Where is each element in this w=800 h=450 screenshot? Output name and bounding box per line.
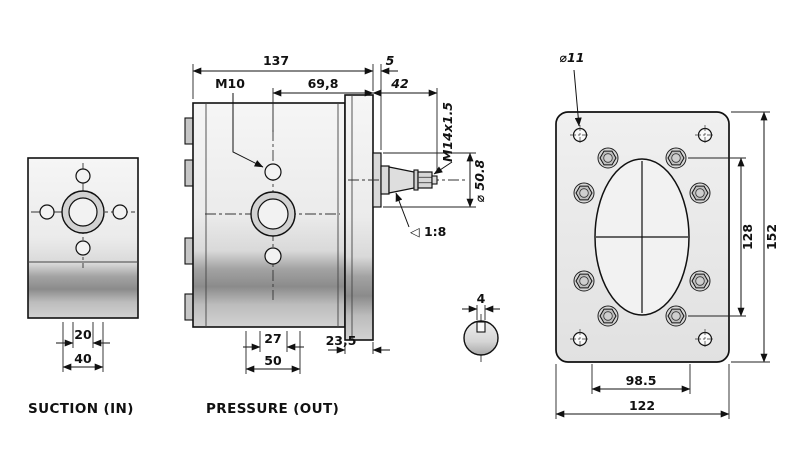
flange-bolt (689, 182, 711, 204)
suction-view-label: SUCTION (IN) (28, 401, 134, 417)
dim-taper-1-8: ◁ 1:8 (410, 224, 446, 239)
dim-69-8: 69,8 (308, 76, 339, 91)
dim-dia-50-8: ⌀ 50.8 (472, 159, 487, 202)
dim-98-5: 98.5 (626, 373, 657, 388)
mounting-flange (344, 94, 374, 341)
dim-m10: M10 (215, 76, 245, 91)
thread-stub (431, 175, 438, 185)
dim-dia-11: ⌀11 (560, 50, 585, 65)
pressure-view: 137 5 M10 69,8 42 M14x1.5 ⌀ 50.8 ◁ 1:8 2… (184, 53, 487, 374)
leader-line (395, 192, 410, 228)
dim-4: 4 (477, 291, 486, 306)
key-detail: 4 (462, 291, 500, 362)
leader-line (232, 93, 264, 168)
dim-137: 137 (263, 53, 289, 68)
bolt-hole (39, 204, 55, 220)
bolt-hole (112, 204, 128, 220)
flange-bolt (573, 270, 595, 292)
bolt-hole (264, 247, 282, 265)
leader-line (573, 69, 582, 127)
leader-line (433, 161, 453, 175)
shaft-taper (388, 166, 415, 194)
suction-port-inner (68, 197, 98, 227)
dim-20: 20 (74, 327, 92, 342)
flange-bolt (689, 270, 711, 292)
shaft-washer (413, 169, 419, 191)
dim-152: 152 (764, 224, 779, 250)
dim-40: 40 (74, 351, 92, 366)
flange-bolt (665, 305, 687, 327)
flange-view: ⌀11 128 152 98.5 122 (555, 50, 779, 419)
dim-5: 5 (386, 53, 395, 68)
pressure-port-inner (257, 198, 289, 230)
dim-23-5: 23,5 (326, 333, 357, 348)
keyway-slot (476, 321, 486, 333)
dim-50: 50 (264, 353, 282, 368)
flange-bolt (597, 305, 619, 327)
flange-bolt (573, 182, 595, 204)
shaft-section (463, 320, 499, 356)
bolt-hole (75, 168, 91, 184)
flange-bolt (665, 147, 687, 169)
bolt-hole (75, 240, 91, 256)
pressure-view-label: PRESSURE (OUT) (206, 401, 339, 417)
shaft-nut (417, 171, 433, 189)
suction-view: 20 40 (27, 157, 139, 372)
dim-m14x1-5: M14x1.5 (440, 102, 455, 162)
flange-bolt (597, 147, 619, 169)
dim-122: 122 (629, 398, 655, 413)
shaft-root (380, 165, 390, 195)
dim-27: 27 (264, 331, 281, 346)
bolt-hole (264, 163, 282, 181)
dim-42: 42 (390, 76, 408, 91)
dim-128: 128 (740, 224, 755, 250)
